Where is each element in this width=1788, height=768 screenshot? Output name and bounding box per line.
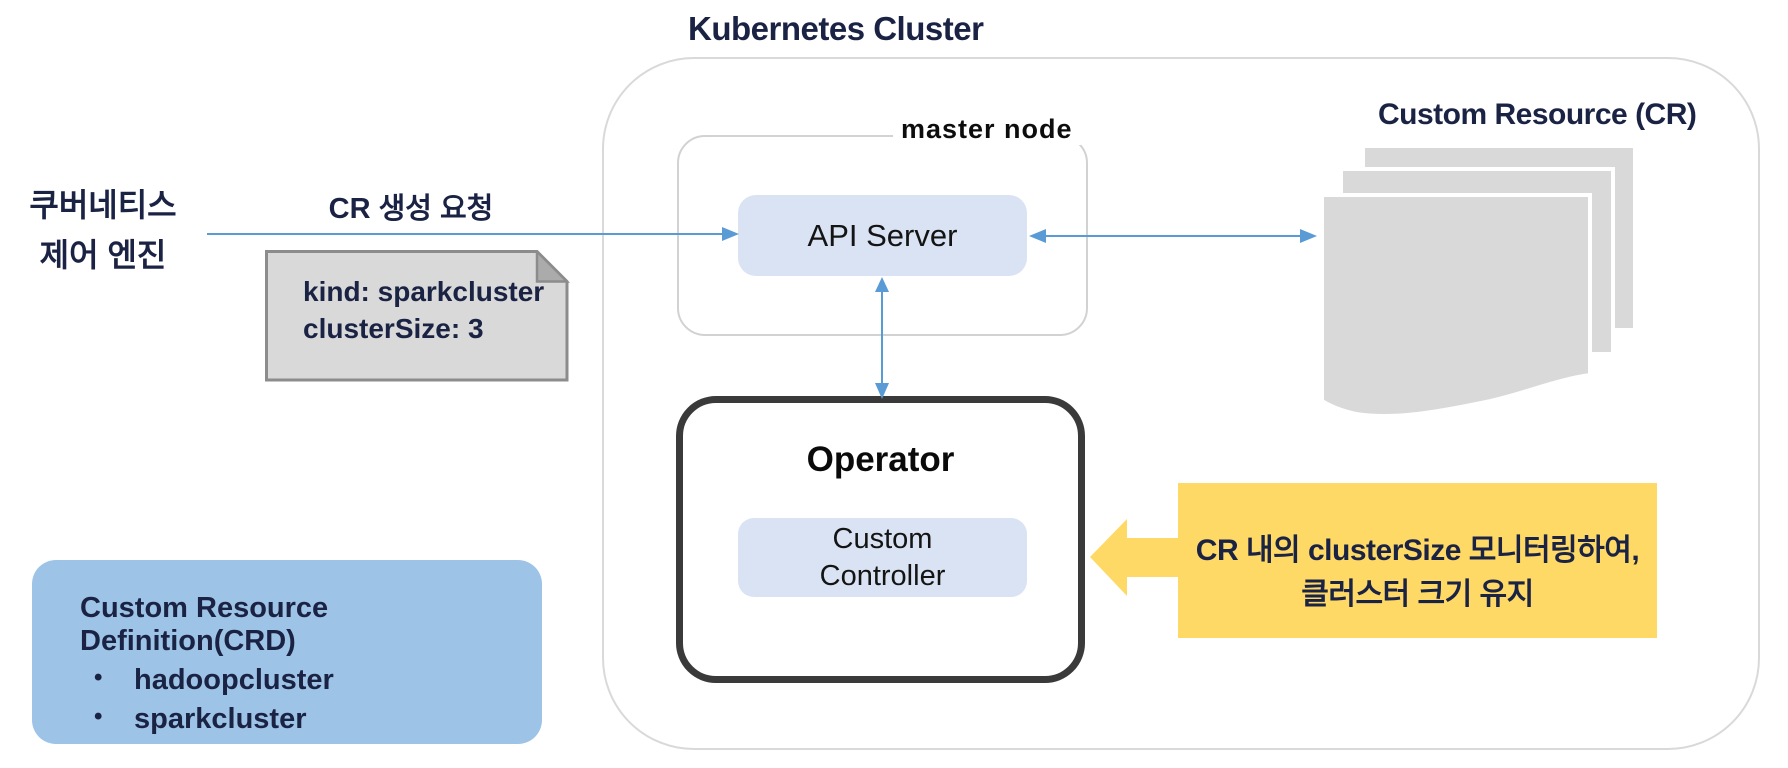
crd-item-hadoopcluster: • hadoopcluster: [94, 664, 542, 697]
kubernetes-cluster-container: [602, 57, 1760, 750]
monitoring-callout-box: CR 내의 clusterSize 모니터링하여, 클러스터 크기 유지: [1178, 483, 1657, 638]
crd-item-label: hadoopcluster: [134, 664, 334, 696]
callout-line1: CR 내의 clusterSize 모니터링하여,: [1195, 534, 1640, 567]
operator-label: Operator: [806, 440, 955, 479]
custom-controller-line1: Custom: [832, 523, 933, 556]
bullet-icon: •: [94, 703, 103, 730]
api-server-label: API Server: [807, 217, 958, 253]
note-fold-corner: [535, 250, 570, 283]
cr-create-request-label: CR 생성 요청: [328, 193, 494, 225]
callout-line2: 클러스터 크기 유지: [1301, 577, 1534, 611]
bullet-icon: •: [94, 664, 103, 691]
kubernetes-cluster-title: Kubernetes Cluster: [688, 10, 984, 47]
master-node-label: master node: [893, 114, 1081, 145]
client-label-line2: 제어 엔진: [39, 236, 167, 273]
note-shape: [265, 250, 570, 382]
kubernetes-control-engine-label: 쿠버네티스 제어 엔진: [18, 181, 188, 280]
client-label-line1: 쿠버네티스: [29, 187, 177, 223]
crd-item-label: sparkcluster: [134, 703, 307, 735]
custom-resource-title: Custom Resource (CR): [1378, 98, 1697, 131]
crd-title: Custom Resource Definition(CRD): [80, 592, 329, 657]
note-text: kind: sparkcluster clusterSize: 3: [303, 273, 544, 347]
crd-box: Custom Resource Definition(CRD) • hadoop…: [32, 560, 542, 744]
note-body: [265, 250, 569, 382]
document-wave-shape: [1320, 193, 1592, 419]
custom-resource-document-front: [1320, 193, 1592, 419]
custom-controller-line2: Controller: [819, 559, 946, 592]
crd-item-sparkcluster: • sparkcluster: [94, 703, 542, 736]
note-line2: clusterSize: 3: [303, 313, 484, 344]
custom-controller-box: Custom Controller: [738, 518, 1027, 597]
note-line1: kind: sparkcluster: [303, 276, 545, 307]
api-server-box: API Server: [738, 195, 1027, 276]
